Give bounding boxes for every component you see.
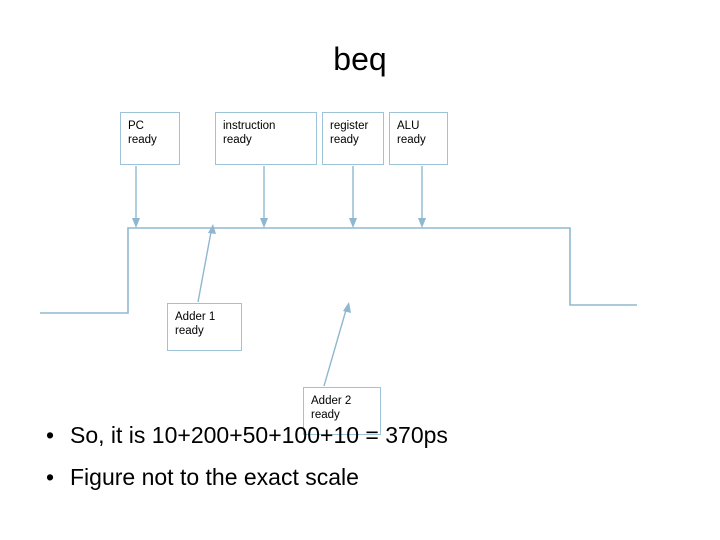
waveform-line xyxy=(40,227,637,314)
bullet-item-1: • So, it is 10+200+50+100+10 = 370ps xyxy=(30,418,690,452)
arrow-instruction-ready xyxy=(260,166,268,228)
pc-ready-line2: ready xyxy=(128,134,157,146)
adder2-ready-box: Adder 2 ready xyxy=(303,387,381,435)
register-ready-box: register ready xyxy=(322,112,384,165)
bullet-text-2: Figure not to the exact scale xyxy=(70,464,359,490)
bullet-item-2: • Figure not to the exact scale xyxy=(30,460,690,494)
bullet-marker-1: • xyxy=(46,422,55,448)
arrow-register-ready xyxy=(349,166,357,228)
register-ready-line1: register xyxy=(330,120,369,132)
arrow-pc-ready xyxy=(132,166,140,228)
arrow-alu-ready xyxy=(418,166,426,228)
pc-ready-box: PC ready xyxy=(120,112,180,165)
bullet-text-1: So, it is 10+200+50+100+10 = 370ps xyxy=(70,422,448,448)
page-title: beq xyxy=(333,41,387,77)
adder1-ready-box: Adder 1 ready xyxy=(167,303,242,351)
instruction-ready-box: instruction ready xyxy=(215,112,317,165)
instruction-ready-line2: ready xyxy=(223,134,252,146)
alu-ready-line1: ALU xyxy=(397,120,420,132)
arrow-adder1-ready xyxy=(197,224,216,303)
bullet-marker-2: • xyxy=(46,464,55,490)
adder2-ready-line2: ready xyxy=(311,409,340,421)
adder2-ready-line1: Adder 2 xyxy=(311,395,352,407)
alu-ready-box: ALU ready xyxy=(389,112,448,165)
adder1-ready-line1: Adder 1 xyxy=(175,311,216,323)
alu-ready-line2: ready xyxy=(397,134,426,146)
bullet-list: • So, it is 10+200+50+100+10 = 370ps • F… xyxy=(30,418,690,502)
pc-ready-line1: PC xyxy=(128,120,144,132)
instruction-ready-line1: instruction xyxy=(223,120,276,132)
register-ready-line2: ready xyxy=(330,134,359,146)
arrow-adder2-ready xyxy=(323,302,351,387)
adder1-ready-line2: ready xyxy=(175,325,204,337)
